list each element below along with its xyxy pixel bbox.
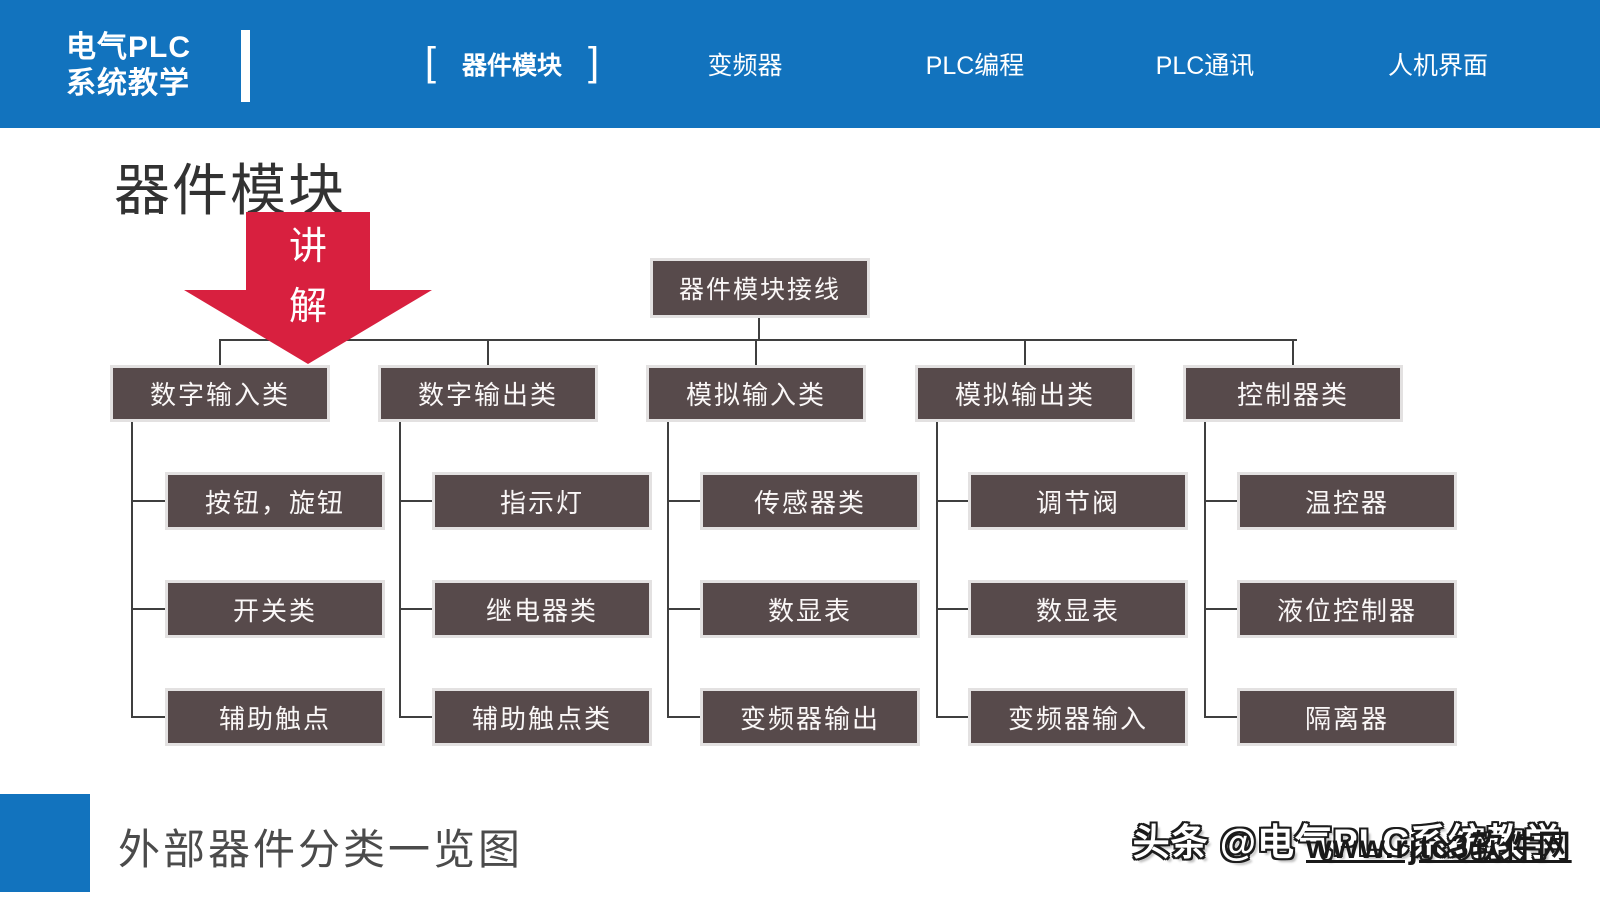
footer-accent-square bbox=[0, 794, 90, 892]
connector-line bbox=[399, 716, 433, 718]
connector-line bbox=[399, 608, 433, 610]
connector-line bbox=[219, 339, 1297, 341]
leaf-box: 指示灯 bbox=[432, 472, 652, 530]
leaf-box: 继电器类 bbox=[432, 580, 652, 638]
connector-line bbox=[399, 422, 401, 718]
connector-line bbox=[667, 716, 701, 718]
connector-line bbox=[1204, 608, 1238, 610]
leaf-box: 辅助触点类 bbox=[432, 688, 652, 746]
branch-box: 模拟输入类 bbox=[646, 365, 866, 422]
leaf-box: 温控器 bbox=[1237, 472, 1457, 530]
connector-line bbox=[1204, 500, 1238, 502]
nav-item-hmi[interactable]: 人机界面 bbox=[1378, 0, 1498, 128]
logo-line1: 电气PLC bbox=[66, 31, 191, 64]
header-bar: 电气PLC 系统教学 [ 器件模块 ] 变频器 PLC编程 PLC通讯 人机界面 bbox=[0, 0, 1600, 128]
bracket-right: ] bbox=[588, 40, 600, 84]
leaf-box: 按钮，旋钮 bbox=[165, 472, 385, 530]
nav-item-inverter[interactable]: 变频器 bbox=[695, 0, 795, 128]
branch-box: 控制器类 bbox=[1183, 365, 1403, 422]
tree-root-box: 器件模块接线 bbox=[650, 258, 870, 318]
connector-line bbox=[131, 716, 165, 718]
leaf-box: 液位控制器 bbox=[1237, 580, 1457, 638]
connector-line bbox=[667, 500, 701, 502]
branch-box: 数字输出类 bbox=[378, 365, 598, 422]
connector-line bbox=[936, 422, 938, 718]
connector-line bbox=[936, 500, 969, 502]
down-arrow-label: 讲 解 bbox=[184, 216, 432, 336]
leaf-box: 调节阀 bbox=[968, 472, 1188, 530]
connector-line bbox=[936, 716, 969, 718]
nav-item-device-modules[interactable]: [ 器件模块 ] bbox=[392, 0, 632, 128]
logo-divider bbox=[241, 30, 250, 102]
leaf-box: 变频器输出 bbox=[700, 688, 920, 746]
connector-line bbox=[399, 500, 433, 502]
nav-label: 器件模块 bbox=[461, 52, 562, 80]
footer-caption: 外部器件分类一览图 bbox=[118, 826, 524, 873]
leaf-box: 数显表 bbox=[968, 580, 1188, 638]
nav-item-plc-programming[interactable]: PLC编程 bbox=[915, 0, 1035, 128]
connector-line bbox=[755, 339, 757, 365]
leaf-box: 辅助触点 bbox=[165, 688, 385, 746]
nav-label: 人机界面 bbox=[1387, 52, 1488, 80]
connector-line bbox=[667, 608, 701, 610]
connector-line bbox=[131, 500, 165, 502]
connector-line bbox=[1024, 339, 1026, 365]
connector-line bbox=[219, 339, 221, 365]
connector-line bbox=[131, 422, 133, 718]
connector-line bbox=[487, 339, 489, 365]
bracket-left: [ bbox=[424, 40, 436, 84]
connector-line bbox=[1292, 339, 1294, 365]
leaf-box: 数显表 bbox=[700, 580, 920, 638]
arrow-label-line2: 解 bbox=[288, 284, 327, 328]
branch-box: 数字输入类 bbox=[110, 365, 330, 422]
logo: 电气PLC 系统教学 bbox=[66, 30, 191, 102]
leaf-box: 变频器输入 bbox=[968, 688, 1188, 746]
connector-line bbox=[131, 608, 165, 610]
nav-label: PLC编程 bbox=[925, 52, 1025, 80]
leaf-box: 开关类 bbox=[165, 580, 385, 638]
arrow-label-line1: 讲 bbox=[288, 224, 327, 268]
nav-label: 变频器 bbox=[707, 52, 783, 80]
connector-line bbox=[758, 318, 760, 339]
leaf-box: 传感器类 bbox=[700, 472, 920, 530]
nav-item-plc-communication[interactable]: PLC通讯 bbox=[1145, 0, 1265, 128]
connector-line bbox=[1204, 716, 1238, 718]
connector-line bbox=[667, 422, 669, 718]
connector-line bbox=[936, 608, 969, 610]
leaf-box: 隔离器 bbox=[1237, 688, 1457, 746]
watermark-toutiao: 头条 @电气PLC系统教学 bbox=[1132, 822, 1562, 863]
connector-line bbox=[1204, 422, 1206, 718]
logo-line2: 系统教学 bbox=[66, 67, 190, 100]
watermark-site-url: www.rjtc3软件网 bbox=[1306, 828, 1572, 865]
branch-box: 模拟输出类 bbox=[915, 365, 1135, 422]
page-title: 器件模块 bbox=[114, 159, 346, 222]
nav-label: PLC通讯 bbox=[1155, 52, 1255, 80]
